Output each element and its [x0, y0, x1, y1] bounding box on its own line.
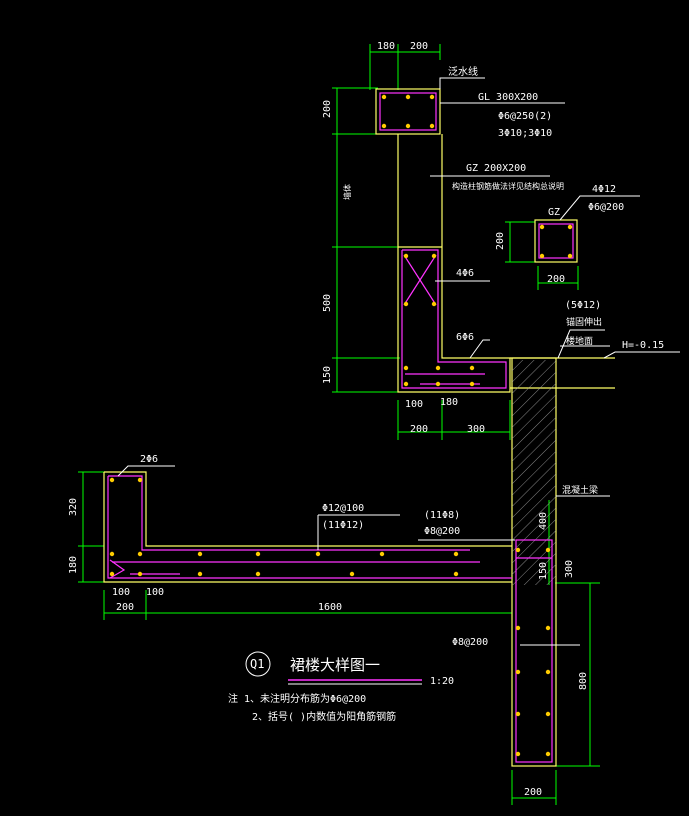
dim-bot-200: 200	[116, 602, 134, 613]
title-scale: 1:20	[430, 676, 454, 687]
dim-col-300: 300	[564, 560, 575, 578]
dim-col-200: 200	[524, 787, 542, 798]
title-tag-circle	[245, 651, 271, 677]
dim-b-200: 200	[410, 424, 428, 435]
label-elevation: H=-0.15	[622, 340, 664, 351]
dim-col-800: 800	[578, 672, 589, 690]
label-gz-box: GZ	[548, 207, 560, 218]
dim-b-300: 300	[467, 424, 485, 435]
dim-low-100: 100	[405, 399, 423, 410]
label-gl-name: GL 300X200	[478, 92, 538, 103]
annotation-text: 泛水线 GL 300X200 Φ6@250(2) 3Φ10;3Φ10 GZ 20…	[140, 65, 664, 648]
label-gz-name: GZ 200X200	[466, 163, 526, 174]
leader-lines	[117, 77, 680, 646]
dimension-lines	[78, 44, 600, 805]
dim-bot-1600: 1600	[318, 602, 342, 613]
dim-top-180: 180	[377, 41, 395, 52]
label-gl-stirrup: Φ6@250(2)	[498, 111, 552, 122]
label-vertical-note: 墙体	[342, 184, 352, 200]
dim-bot-100: 100	[112, 587, 130, 598]
label-concrete: 混凝土梁	[562, 484, 598, 496]
label-wall-bars: 4Φ6	[456, 268, 474, 279]
dim-top-200: 200	[410, 41, 428, 52]
label-floor-line: 楼地面	[566, 335, 593, 347]
label-gl-bars: 3Φ10;3Φ10	[498, 128, 552, 139]
title-name: 裙楼大样图一	[290, 656, 380, 674]
dimension-text: 180 200 200 500 150 100 180 200 300 200 …	[68, 41, 589, 798]
dim-gz-200-h: 200	[547, 274, 565, 285]
label-corner-bar: 6Φ6	[456, 332, 474, 343]
rebar-dots	[109, 94, 573, 757]
label-bar-5: (5Φ12)	[565, 300, 601, 311]
label-gz-bars: 4Φ12	[592, 184, 616, 195]
label-gl-top: 泛水线	[448, 65, 478, 78]
title-tag: Q1	[250, 657, 264, 671]
dim-left-320: 320	[68, 498, 79, 516]
dim-gz-200-v: 200	[495, 232, 506, 250]
note-1: 注 1、未注明分布筋为Φ6@200	[228, 692, 366, 705]
dim-mid-500: 500	[322, 294, 333, 312]
dim-col-400: 400	[538, 512, 549, 530]
dim-col-150: 150	[538, 562, 549, 580]
dim-bot-100b: 100	[146, 587, 164, 598]
label-slab-main-alt: (11Φ12)	[322, 520, 364, 531]
rebar-lines	[107, 92, 574, 763]
dim-left-180: 180	[68, 556, 79, 574]
label-anchor: 锚固伸出	[566, 316, 602, 328]
note-2: 2、括号( )内数值为阳角筋钢筋	[252, 710, 396, 723]
title-block: Q1 裙楼大样图一 1:20 注 1、未注明分布筋为Φ6@200 2、括号( )…	[228, 651, 454, 723]
dim-bot-150: 150	[322, 366, 333, 384]
label-slab-dist: Φ8@200	[424, 526, 460, 537]
label-gz-note: 构造柱钢筋做法详见结构总说明	[452, 181, 564, 191]
label-col-stirrup: Φ8@200	[452, 637, 488, 648]
label-gz-stirrup: Φ6@200	[588, 202, 624, 213]
dim-gl-200: 200	[322, 100, 333, 118]
label-slab-top-bar: 2Φ6	[140, 454, 158, 465]
label-slab-dist-alt: (11Φ8)	[424, 510, 460, 521]
dim-low-180: 180	[440, 397, 458, 408]
hatch-region	[512, 360, 556, 585]
label-slab-main: Φ12@100	[322, 503, 364, 514]
